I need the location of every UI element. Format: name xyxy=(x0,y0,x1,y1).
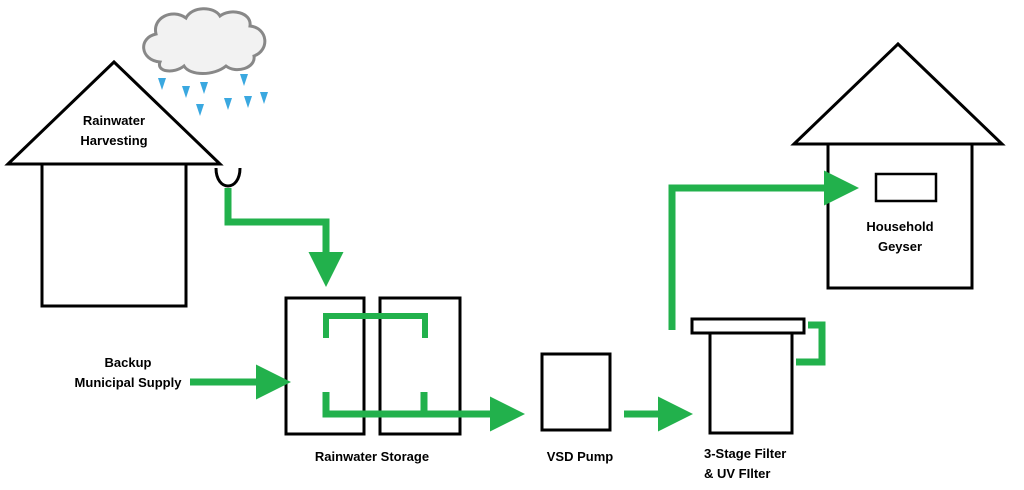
cloud-icon xyxy=(142,7,267,75)
gutter-icon xyxy=(214,167,242,188)
filter-label-line1: 3-Stage Filter xyxy=(704,446,786,461)
filter-icon xyxy=(690,317,806,435)
raindrop-icon xyxy=(158,74,268,116)
filter-to-geyser-pipe xyxy=(668,170,859,330)
filter-label-line2: & UV FIlter xyxy=(704,466,770,481)
pump-label: VSD Pump xyxy=(547,449,614,464)
filter-side-pipe xyxy=(796,321,826,366)
harvest-label-line2: Harvesting xyxy=(80,133,147,148)
pump-icon xyxy=(540,352,612,432)
harvest-label-line1: Rainwater xyxy=(83,113,145,128)
geyser-label-line2: Geyser xyxy=(878,239,922,254)
backup-label-line1: Backup xyxy=(105,355,152,370)
storage-to-pump-pipe xyxy=(322,392,525,432)
house-icon xyxy=(4,59,224,308)
tank-connector-pipe xyxy=(323,313,428,338)
storage-label: Rainwater Storage xyxy=(315,449,429,464)
gutter-to-storage-pipe xyxy=(224,188,344,287)
geyser-house-icon xyxy=(790,41,1006,290)
geyser-icon xyxy=(874,172,938,203)
backup-label-line2: Municipal Supply xyxy=(75,375,183,390)
geyser-label-line1: Household xyxy=(866,219,933,234)
